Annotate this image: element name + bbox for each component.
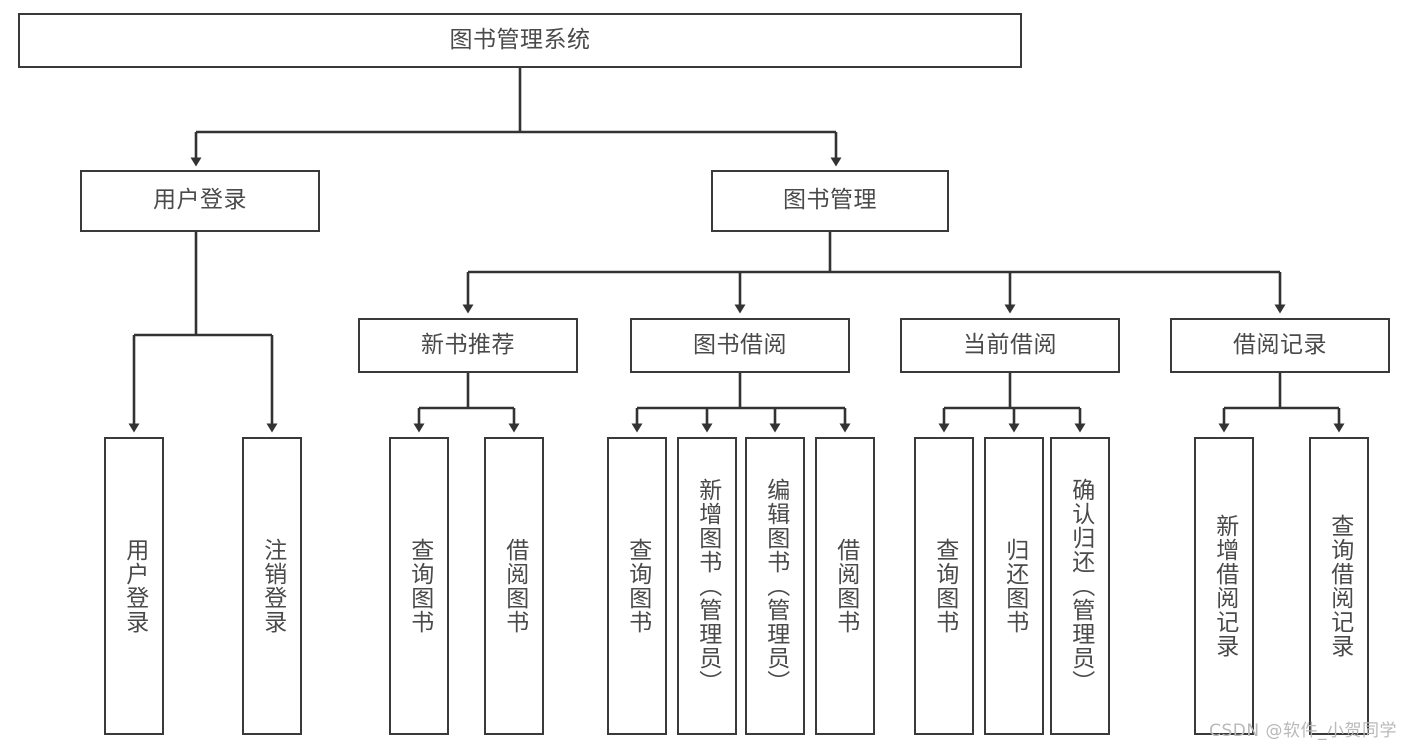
node-leaf-query-book-1-label: 查询图书 (406, 538, 433, 634)
node-leaf-user-logout[interactable]: 注销登录 (242, 437, 302, 735)
node-leaf-query-book-2-label: 查询图书 (624, 538, 651, 634)
node-leaf-confirm-return-label: 确认归还（管理员） (1067, 478, 1094, 694)
node-leaf-return-book-label: 归还图书 (1001, 538, 1028, 634)
node-root[interactable]: 图书管理系统 (18, 13, 1022, 68)
node-leaf-return-book[interactable]: 归还图书 (984, 437, 1044, 735)
node-leaf-borrow-book-2[interactable]: 借阅图书 (815, 437, 875, 735)
node-book-borrow-label: 图书借阅 (693, 331, 787, 358)
node-leaf-add-record[interactable]: 新增借阅记录 (1194, 437, 1254, 735)
node-leaf-query-book-3-label: 查询图书 (931, 538, 958, 634)
node-current-borrow-label: 当前借阅 (963, 331, 1057, 358)
node-leaf-user-login-label: 用户登录 (121, 538, 148, 634)
node-root-label: 图书管理系统 (449, 26, 591, 53)
node-leaf-borrow-book-2-label: 借阅图书 (832, 538, 859, 634)
node-leaf-add-record-label: 新增借阅记录 (1211, 514, 1238, 658)
node-leaf-borrow-book-1[interactable]: 借阅图书 (484, 437, 544, 735)
node-leaf-query-record[interactable]: 查询借阅记录 (1309, 437, 1369, 735)
node-leaf-confirm-return[interactable]: 确认归还（管理员） (1050, 437, 1110, 735)
node-borrow-record[interactable]: 借阅记录 (1170, 318, 1390, 373)
node-book-borrow[interactable]: 图书借阅 (630, 318, 850, 373)
node-book-management[interactable]: 图书管理 (711, 170, 949, 232)
node-leaf-query-book-2[interactable]: 查询图书 (607, 437, 667, 735)
node-leaf-query-book-3[interactable]: 查询图书 (914, 437, 974, 735)
watermark: CSDN @软件_小贺同学 (1209, 721, 1397, 741)
node-user-login[interactable]: 用户登录 (80, 170, 320, 232)
node-leaf-query-record-label: 查询借阅记录 (1326, 514, 1353, 658)
node-new-book-recommend-label: 新书推荐 (421, 331, 515, 358)
node-leaf-add-book-label: 新增图书（管理员） (694, 478, 721, 694)
node-borrow-record-label: 借阅记录 (1233, 331, 1327, 358)
node-leaf-edit-book[interactable]: 编辑图书（管理员） (745, 437, 805, 735)
node-current-borrow[interactable]: 当前借阅 (900, 318, 1120, 373)
node-leaf-user-login[interactable]: 用户登录 (104, 437, 164, 735)
node-leaf-borrow-book-1-label: 借阅图书 (501, 538, 528, 634)
node-new-book-recommend[interactable]: 新书推荐 (358, 318, 578, 373)
node-leaf-add-book[interactable]: 新增图书（管理员） (677, 437, 737, 735)
node-leaf-query-book-1[interactable]: 查询图书 (389, 437, 449, 735)
node-user-login-label: 用户登录 (153, 187, 247, 214)
node-book-management-label: 图书管理 (783, 187, 877, 214)
node-leaf-user-logout-label: 注销登录 (259, 538, 286, 634)
node-leaf-edit-book-label: 编辑图书（管理员） (762, 478, 789, 694)
